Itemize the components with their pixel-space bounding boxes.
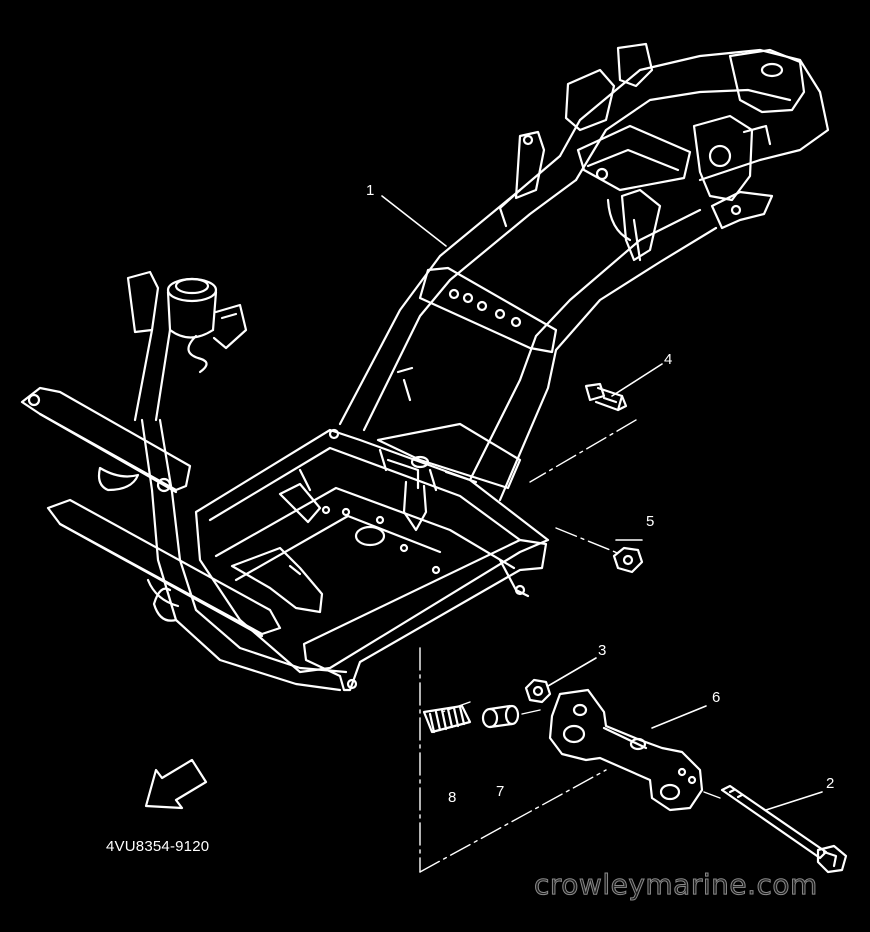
collar-part-7 xyxy=(481,704,520,729)
scooter-frame xyxy=(20,42,830,692)
nut-part-5 xyxy=(612,546,644,574)
bracket-part-6 xyxy=(548,688,704,812)
fwd-arrow-icon xyxy=(144,758,208,810)
part-code: 4VU8354-9120 xyxy=(106,838,210,855)
bolt-part-4 xyxy=(584,382,628,412)
leader-lines xyxy=(381,195,823,811)
reference-lines xyxy=(419,419,721,873)
long-bolt-part-2 xyxy=(720,784,848,874)
callout-3: 3 xyxy=(598,642,607,659)
watermark: crowleymarine.com xyxy=(534,868,818,902)
spring-part-8 xyxy=(422,704,472,734)
callout-4: 4 xyxy=(664,351,673,368)
callout-5: 5 xyxy=(646,513,655,530)
nut-part-3 xyxy=(524,678,552,704)
callout-6: 6 xyxy=(712,689,721,706)
callout-8: 8 xyxy=(448,789,457,806)
callout-2: 2 xyxy=(826,775,835,792)
callout-7: 7 xyxy=(496,783,505,800)
callout-1: 1 xyxy=(366,182,375,199)
